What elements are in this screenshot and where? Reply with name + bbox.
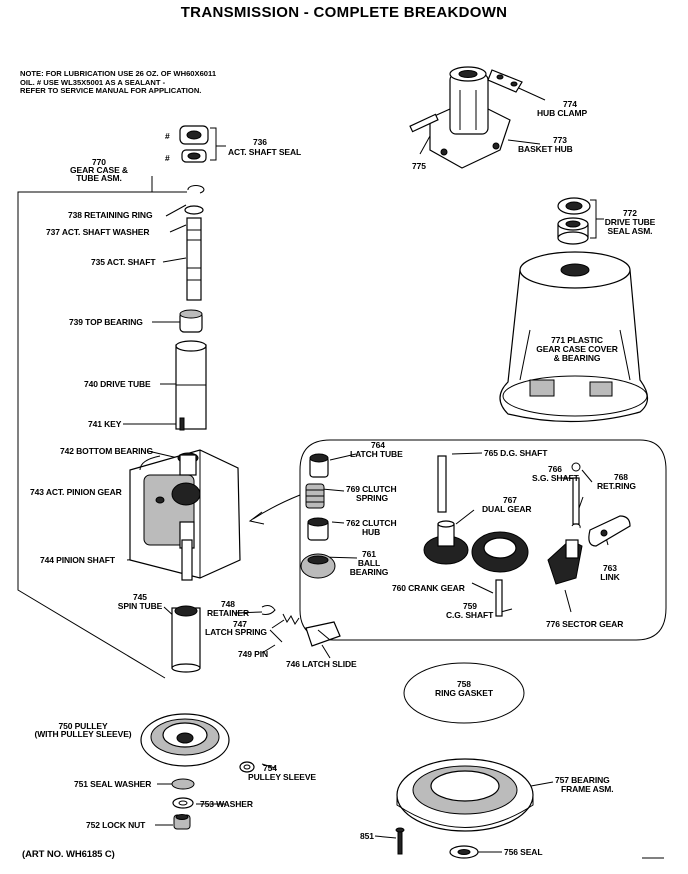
- label-851: 851: [360, 831, 374, 841]
- label-749: 749 PIN: [238, 649, 269, 659]
- label-774: 774: [563, 99, 577, 109]
- label-776: 776 SECTOR GEAR: [546, 619, 624, 629]
- gear-case-cover: [499, 251, 649, 423]
- label-761-name-1: BALL: [357, 558, 381, 568]
- label-741: 741 KEY: [88, 419, 122, 429]
- shaft-stack: [129, 125, 341, 673]
- label-762-name: HUB: [362, 527, 381, 537]
- label-736-name: ACT. SHAFT SEAL: [228, 147, 302, 157]
- label-745-name: SPIN TUBE: [117, 601, 163, 611]
- label-hash-2: #: [165, 153, 170, 163]
- label-750-name: (WITH PULLEY SLEEVE): [34, 729, 132, 739]
- label-770-name-1: GEAR CASE &: [70, 165, 128, 175]
- drive-tube-seal-group: [557, 197, 591, 245]
- label-761: 761: [362, 549, 376, 559]
- label-769: 769 CLUTCH: [346, 484, 397, 494]
- label-740: 740 DRIVE TUBE: [84, 379, 151, 389]
- label-763: 763: [603, 563, 617, 573]
- label-753: 753 WASHER: [200, 799, 253, 809]
- label-748: 748: [221, 599, 235, 609]
- label-764: 764: [371, 440, 385, 450]
- label-766-name: S.G. SHAFT: [532, 473, 579, 483]
- label-770: 770: [92, 157, 106, 167]
- label-748-name: RETAINER: [206, 608, 249, 618]
- lubrication-note: NOTE: FOR LUBRICATION USE 26 OZ. OF WH60…: [20, 69, 217, 96]
- label-770-name-2: TUBE ASM.: [76, 173, 122, 183]
- label-752: 752 LOCK NUT: [86, 820, 146, 830]
- pulley-group: [140, 713, 255, 830]
- label-738: 738 RETAINING RING: [68, 210, 153, 220]
- label-756: 756 SEAL: [504, 847, 543, 857]
- inset-parts: [300, 453, 631, 617]
- label-768: 768: [614, 472, 628, 482]
- label-771-name-1: GEAR CASE COVER: [536, 344, 618, 354]
- label-hash-1: #: [165, 131, 170, 141]
- label-774-name: HUB CLAMP: [537, 108, 588, 118]
- label-747: 747: [233, 619, 247, 629]
- label-772-name-2: SEAL ASM.: [607, 226, 653, 236]
- label-758-name: RING GASKET: [435, 688, 493, 698]
- label-759-name: C.G. SHAFT: [446, 610, 494, 620]
- label-767-name: DUAL GEAR: [482, 504, 532, 514]
- label-742: 742 BOTTOM BEARING: [60, 446, 153, 456]
- label-757: 757 BEARING: [555, 775, 610, 785]
- label-744: 744 PINION SHAFT: [40, 555, 115, 565]
- label-735: 735 ACT. SHAFT: [91, 257, 156, 267]
- basket-hub-group: [409, 66, 523, 169]
- note-line-3: REFER TO SERVICE MANUAL FOR APPLICATION.: [20, 86, 202, 95]
- label-768-name: RET.RING: [597, 481, 636, 491]
- note-line-1: NOTE: FOR LUBRICATION USE 26 OZ. OF WH60…: [20, 69, 217, 78]
- subassembly-inset: [248, 439, 667, 641]
- label-750: 750 PULLEY: [58, 721, 108, 731]
- note-line-2: OIL. # USE WL35X5001 AS A SEALANT -: [20, 77, 166, 87]
- label-763-name: LINK: [600, 572, 620, 582]
- label-759: 759: [463, 601, 477, 611]
- label-762: 762 CLUTCH: [346, 518, 397, 528]
- label-736: 736: [253, 137, 267, 147]
- label-758: 758: [457, 679, 471, 689]
- label-737: 737 ACT. SHAFT WASHER: [46, 227, 150, 237]
- label-773-name: BASKET HUB: [518, 144, 573, 154]
- label-771-name-2: & BEARING: [553, 353, 601, 363]
- page-title: TRANSMISSION - COMPLETE BREAKDOWN: [180, 4, 508, 21]
- label-747-name: LATCH SPRING: [205, 627, 267, 637]
- art-number: (ART NO. WH6185 C): [22, 849, 115, 860]
- label-760: 760 CRANK GEAR: [392, 583, 465, 593]
- label-773: 773: [553, 135, 567, 145]
- label-771: 771 PLASTIC: [551, 335, 603, 345]
- label-751: 751 SEAL WASHER: [74, 779, 152, 789]
- label-767: 767: [503, 495, 517, 505]
- label-766: 766: [548, 464, 562, 474]
- label-739: 739 TOP BEARING: [69, 317, 143, 327]
- bearing-frame-group: [395, 662, 664, 859]
- label-769-name: SPRING: [356, 493, 388, 503]
- label-743: 743 ACT. PINION GEAR: [30, 487, 122, 497]
- label-764-name: LATCH TUBE: [350, 449, 403, 459]
- label-772: 772: [623, 208, 637, 218]
- label-754: 754: [263, 763, 277, 773]
- label-745: 745: [133, 592, 147, 602]
- label-746: 746 LATCH SLIDE: [286, 659, 357, 669]
- label-754-name: PULLEY SLEEVE: [248, 772, 316, 782]
- label-765: 765 D.G. SHAFT: [484, 448, 548, 458]
- label-775: 775: [412, 161, 426, 171]
- label-772-name-1: DRIVE TUBE: [604, 217, 656, 227]
- label-757-name: FRAME ASM.: [561, 784, 614, 794]
- label-761-name-2: BEARING: [349, 567, 389, 577]
